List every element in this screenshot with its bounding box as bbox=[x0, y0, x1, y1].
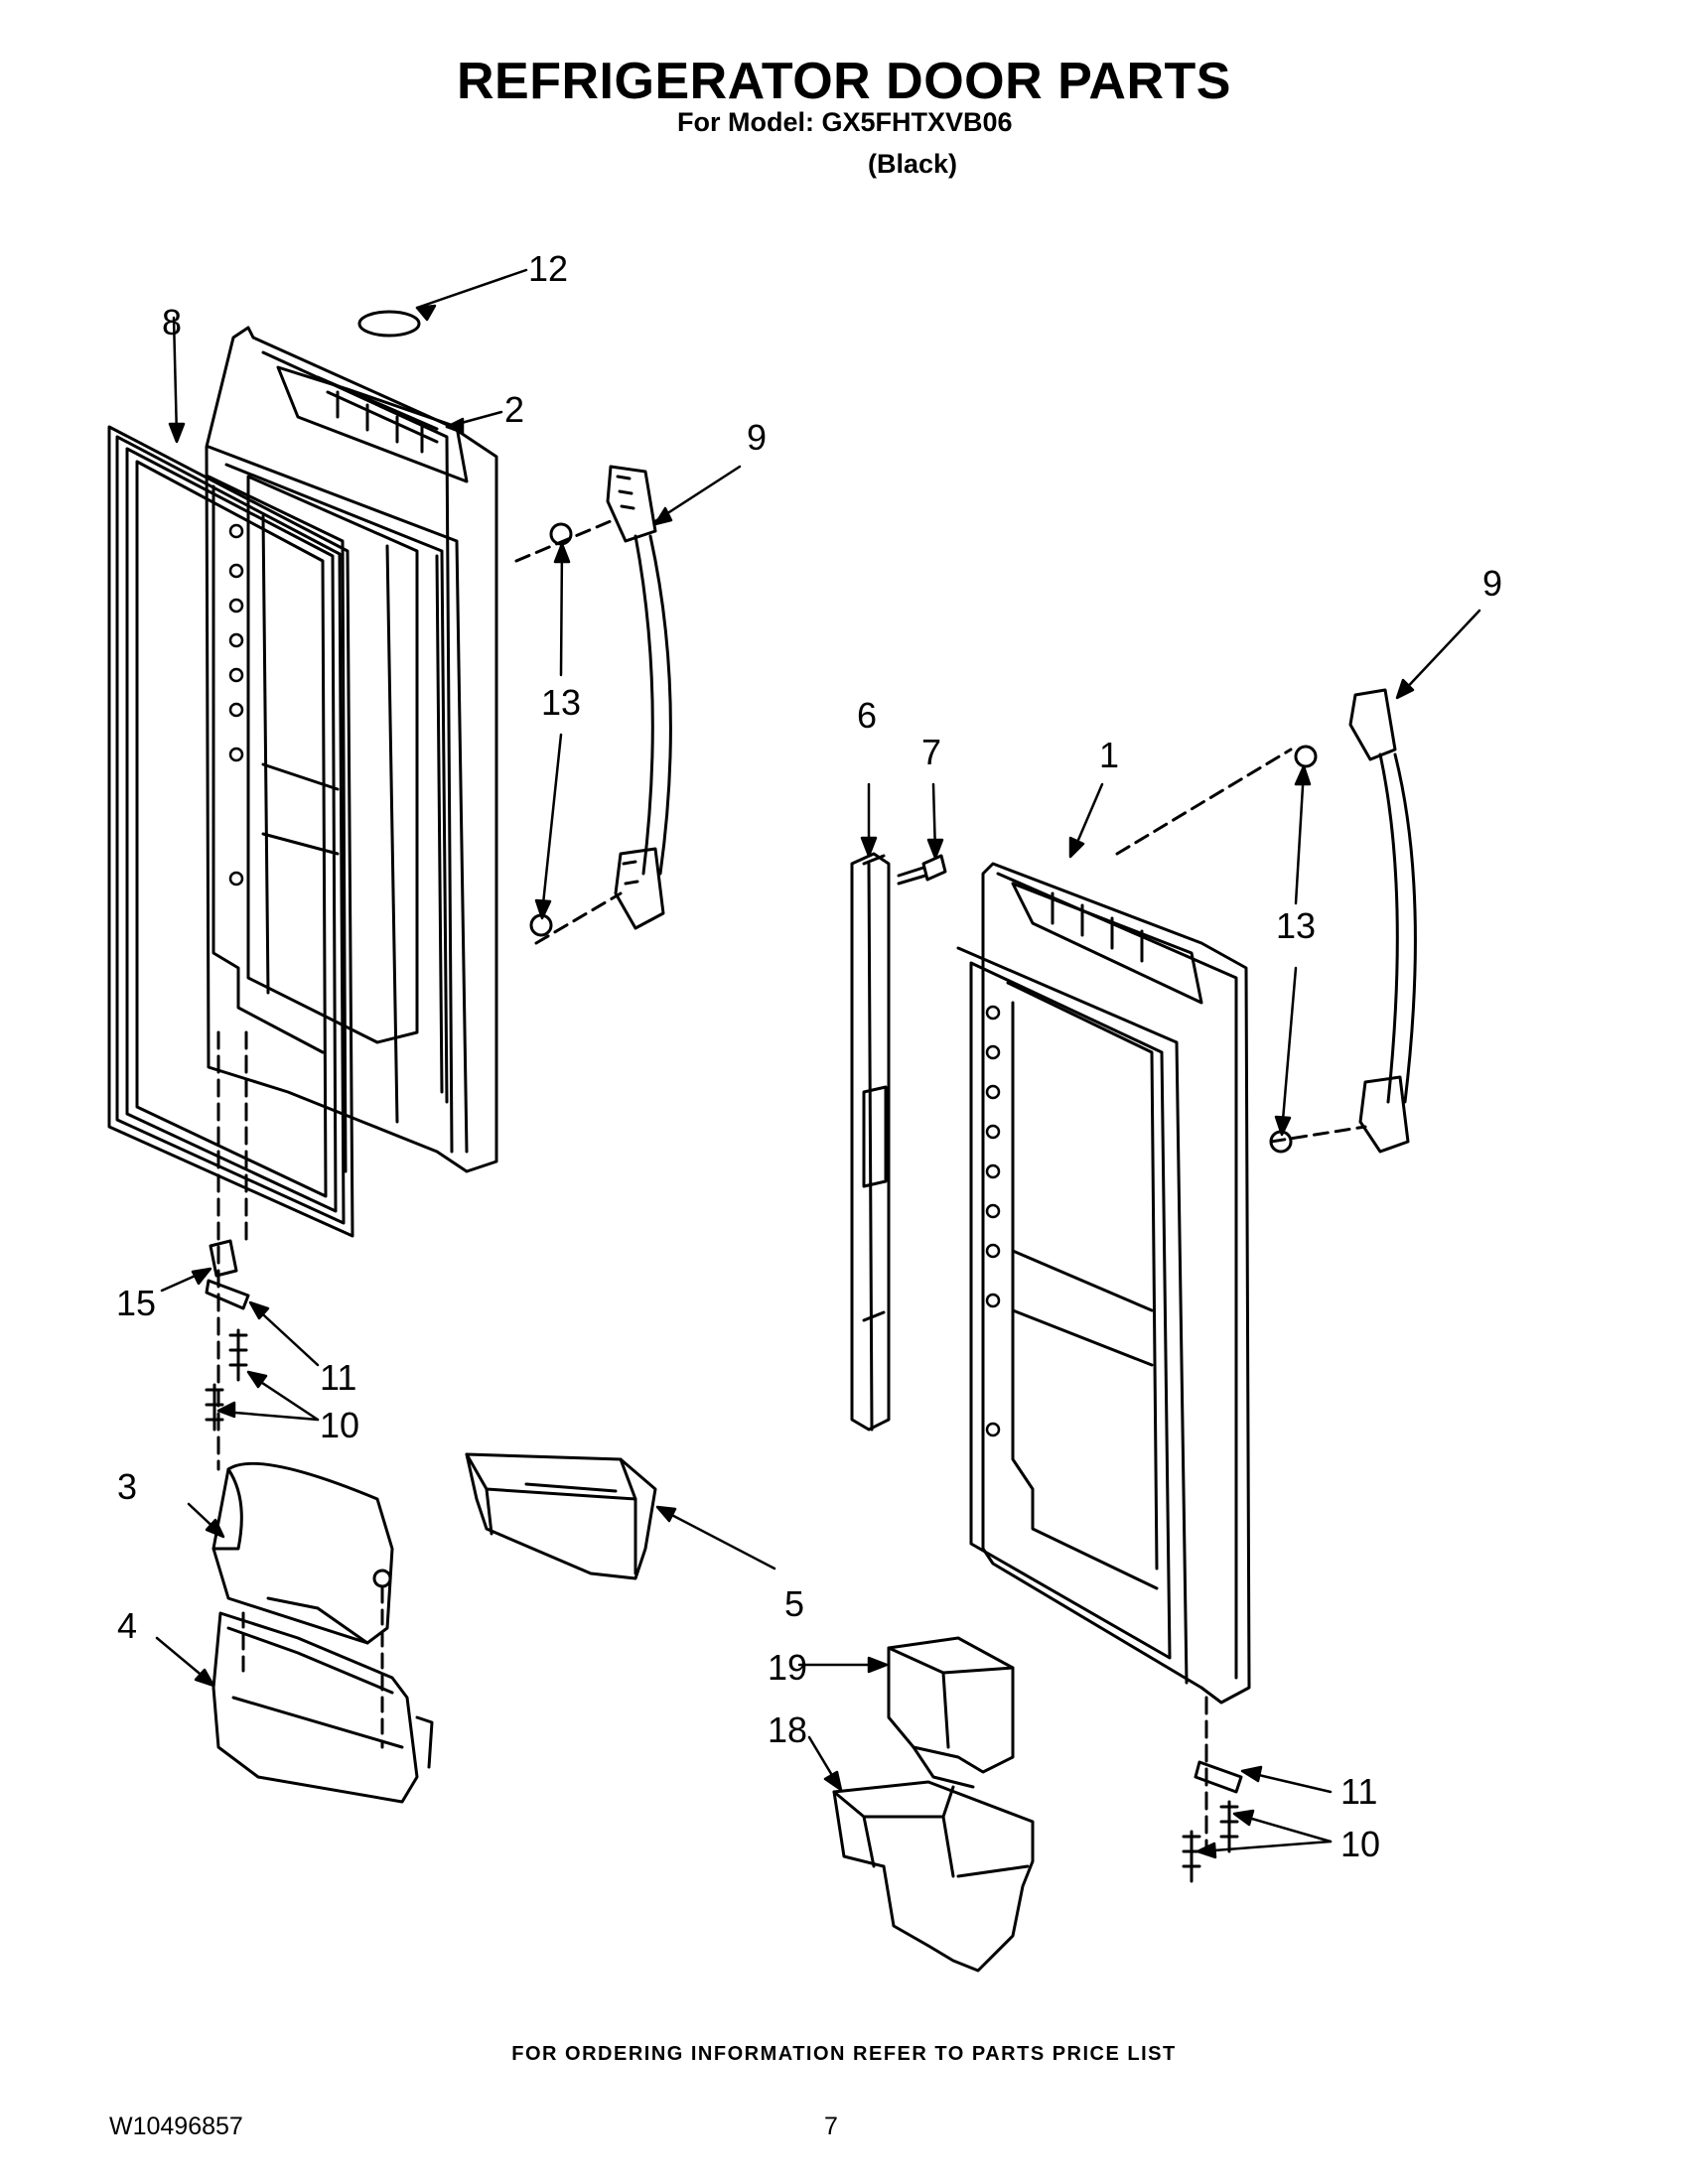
left-hinge-hardware bbox=[205, 1030, 250, 1471]
right-door-part-1 bbox=[956, 862, 1251, 1705]
callout-3: 3 bbox=[117, 1466, 137, 1507]
callout-11-right: 11 bbox=[1340, 1771, 1377, 1812]
callout-10-left: 10 bbox=[320, 1405, 359, 1445]
color-line: (Black) bbox=[868, 149, 958, 179]
document-number: W10496857 bbox=[109, 2113, 243, 2140]
left-gasket-part-8 bbox=[107, 425, 354, 1238]
callout-18: 18 bbox=[768, 1709, 807, 1750]
callout-9-right: 9 bbox=[1482, 563, 1502, 604]
door-bin-part-5 bbox=[465, 1452, 657, 1580]
left-door-part-2 bbox=[205, 326, 498, 1173]
callout-1: 1 bbox=[1099, 735, 1119, 775]
callout-7: 7 bbox=[921, 732, 941, 772]
model-line: For Model: GX5FHTXVB06 bbox=[677, 107, 1013, 137]
callout-2: 2 bbox=[504, 389, 524, 430]
left-door-liner bbox=[207, 475, 348, 1173]
callout-19: 19 bbox=[768, 1647, 807, 1688]
bucket-part-4 bbox=[211, 1611, 434, 1804]
leader-lines bbox=[155, 268, 1481, 1859]
right-handle-part-9 bbox=[1348, 688, 1417, 1154]
callout-8: 8 bbox=[162, 302, 182, 342]
callout-12: 12 bbox=[528, 248, 568, 289]
callout-4: 4 bbox=[117, 1605, 137, 1646]
callout-6: 6 bbox=[857, 695, 877, 736]
chute-part-18 bbox=[832, 1780, 1035, 1973]
callout-13-right: 13 bbox=[1276, 905, 1316, 946]
door-strip-part-6 bbox=[850, 852, 891, 1432]
dispenser-part-19 bbox=[887, 1636, 1015, 1789]
ordering-note: FOR ORDERING INFORMATION REFER TO PARTS … bbox=[511, 2043, 1177, 2065]
callout-10-right: 10 bbox=[1340, 1824, 1380, 1864]
callout-15: 15 bbox=[116, 1283, 156, 1323]
page-title: REFRIGERATOR DOOR PARTS bbox=[457, 53, 1231, 110]
left-handle-part-9 bbox=[606, 465, 672, 930]
right-upper-screw-part-13 bbox=[1294, 745, 1318, 768]
callout-11-left: 11 bbox=[320, 1357, 356, 1398]
cover-part-3 bbox=[211, 1461, 394, 1645]
screw-part-7 bbox=[897, 854, 947, 886]
cap-part-12 bbox=[357, 310, 421, 338]
callout-13-left: 13 bbox=[541, 682, 581, 723]
page-number: 7 bbox=[824, 2113, 838, 2140]
right-hinge-hardware bbox=[1182, 1696, 1243, 1883]
callout-9-left: 9 bbox=[747, 417, 767, 458]
callout-5: 5 bbox=[784, 1583, 804, 1624]
